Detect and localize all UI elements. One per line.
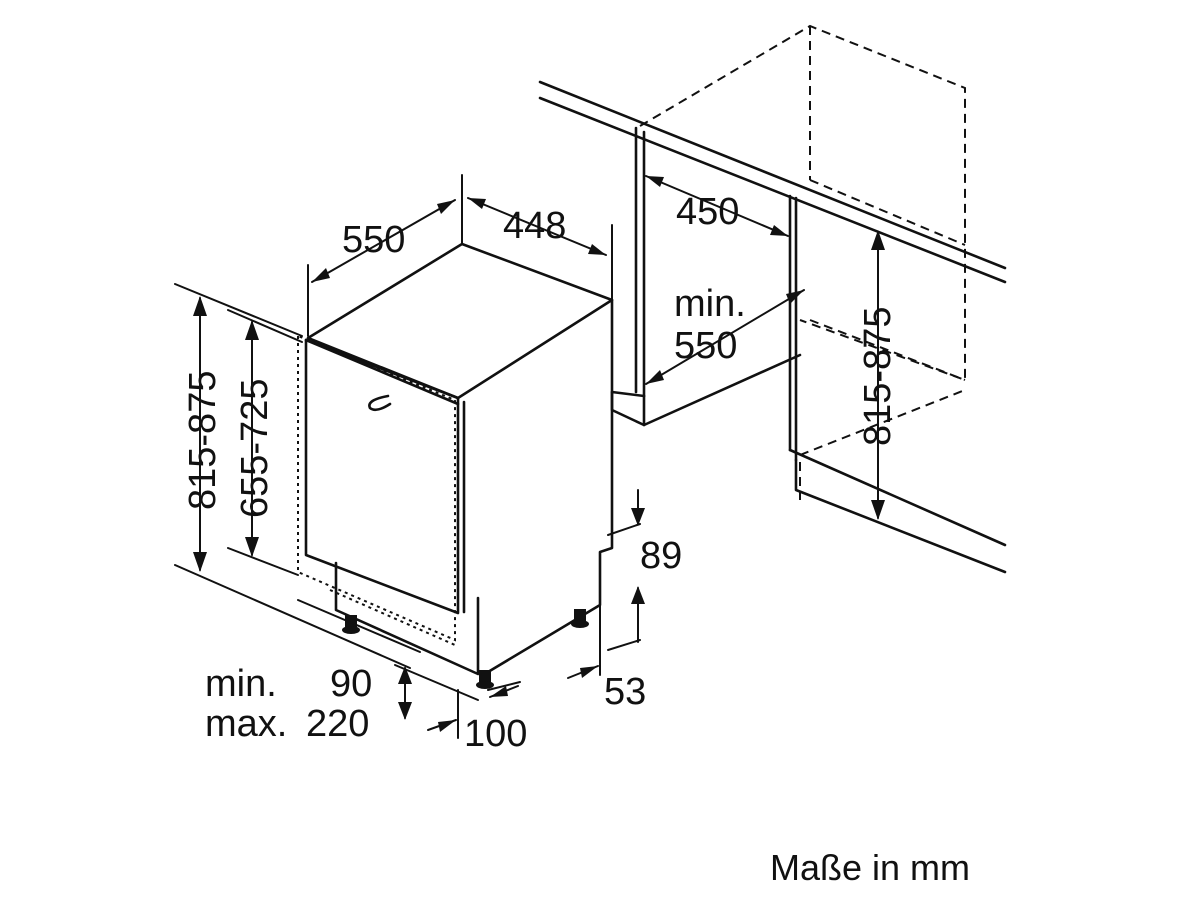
label-foot-max-value: 220: [306, 703, 369, 745]
label-plinth-53: 53: [604, 671, 646, 713]
dimension-lines: [193, 175, 885, 732]
label-plinth-100: 100: [464, 713, 527, 755]
label-height-niche: 815-875: [857, 307, 899, 446]
foot-front-right: [476, 670, 494, 689]
label-plinth-89: 89: [640, 535, 682, 577]
label-niche-min-value: 550: [674, 325, 737, 367]
label-height-door: 655-725: [234, 379, 276, 518]
reference-lines: [174, 174, 641, 739]
kitchen-niche: [538, 24, 1007, 574]
label-height-left: 815-875: [182, 371, 224, 510]
label-foot-min-value: 90: [330, 663, 372, 705]
units-note: Maße in mm: [770, 847, 970, 888]
label-foot-min: min.: [205, 663, 277, 705]
label-niche-min: min.: [674, 283, 746, 325]
label-foot-max: max.: [205, 703, 287, 745]
foot-rear-right: [571, 609, 589, 628]
label-depth: 550: [342, 219, 405, 261]
label-width: 448: [503, 205, 566, 247]
dimension-labels: 550 448 450 min. 550 815-875 655-725 815…: [182, 191, 899, 755]
label-niche-depth: 450: [676, 191, 739, 233]
dishwasher: [297, 242, 614, 689]
